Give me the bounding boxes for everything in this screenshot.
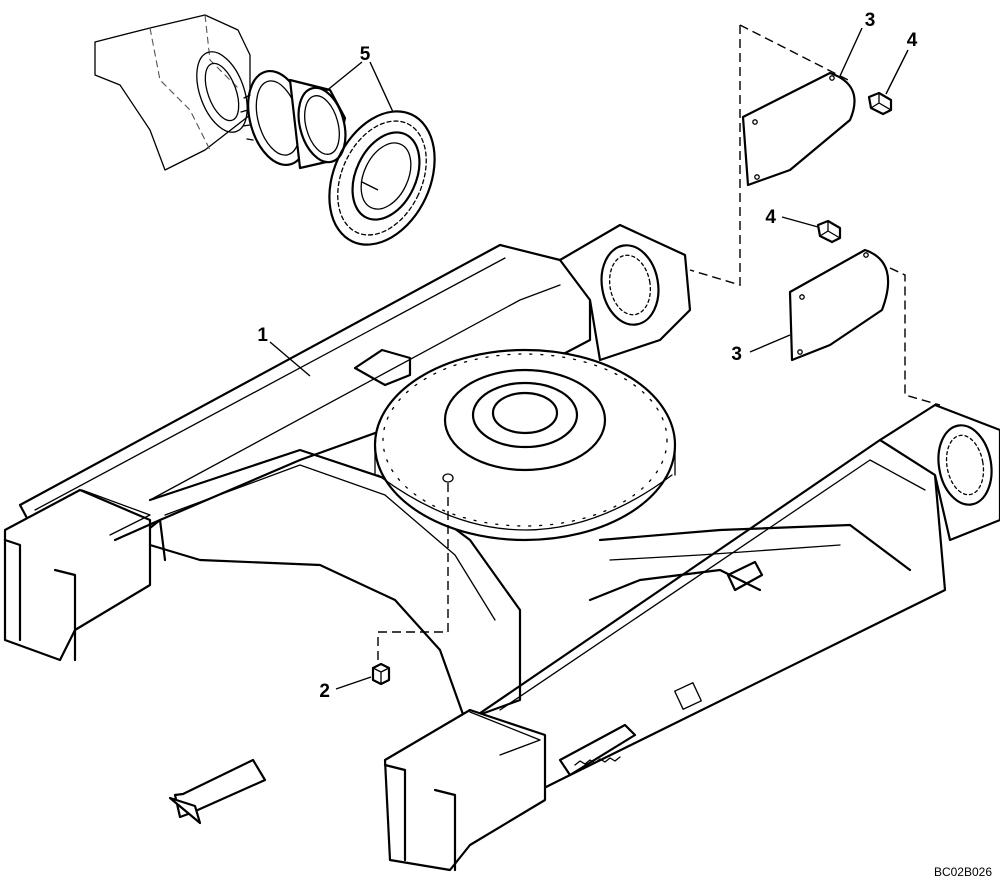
bolt-upper <box>867 91 893 116</box>
callout-cover-upper: 3 <box>865 10 876 31</box>
leader-lines <box>269 27 909 690</box>
assembly-lines <box>377 24 941 665</box>
callout-cover-lower: 3 <box>731 344 742 365</box>
track-frame <box>3 223 1000 872</box>
cover-upper <box>741 71 856 187</box>
callout-bolt-lower: 4 <box>765 207 776 228</box>
ghost-housing <box>94 14 251 171</box>
plug <box>371 662 391 686</box>
callout-plug: 2 <box>319 681 330 702</box>
callout-bolt-upper: 4 <box>907 30 918 51</box>
sprocket <box>328 110 436 246</box>
callout-frame: 1 <box>257 325 268 346</box>
cover-lower <box>788 248 890 362</box>
drawing-code: BC02B026 <box>934 865 992 879</box>
front-direction-arrow <box>168 758 267 825</box>
bolt-lower <box>816 219 842 244</box>
callout-travel-motor: 5 <box>360 44 371 65</box>
travel-motor <box>240 69 347 170</box>
